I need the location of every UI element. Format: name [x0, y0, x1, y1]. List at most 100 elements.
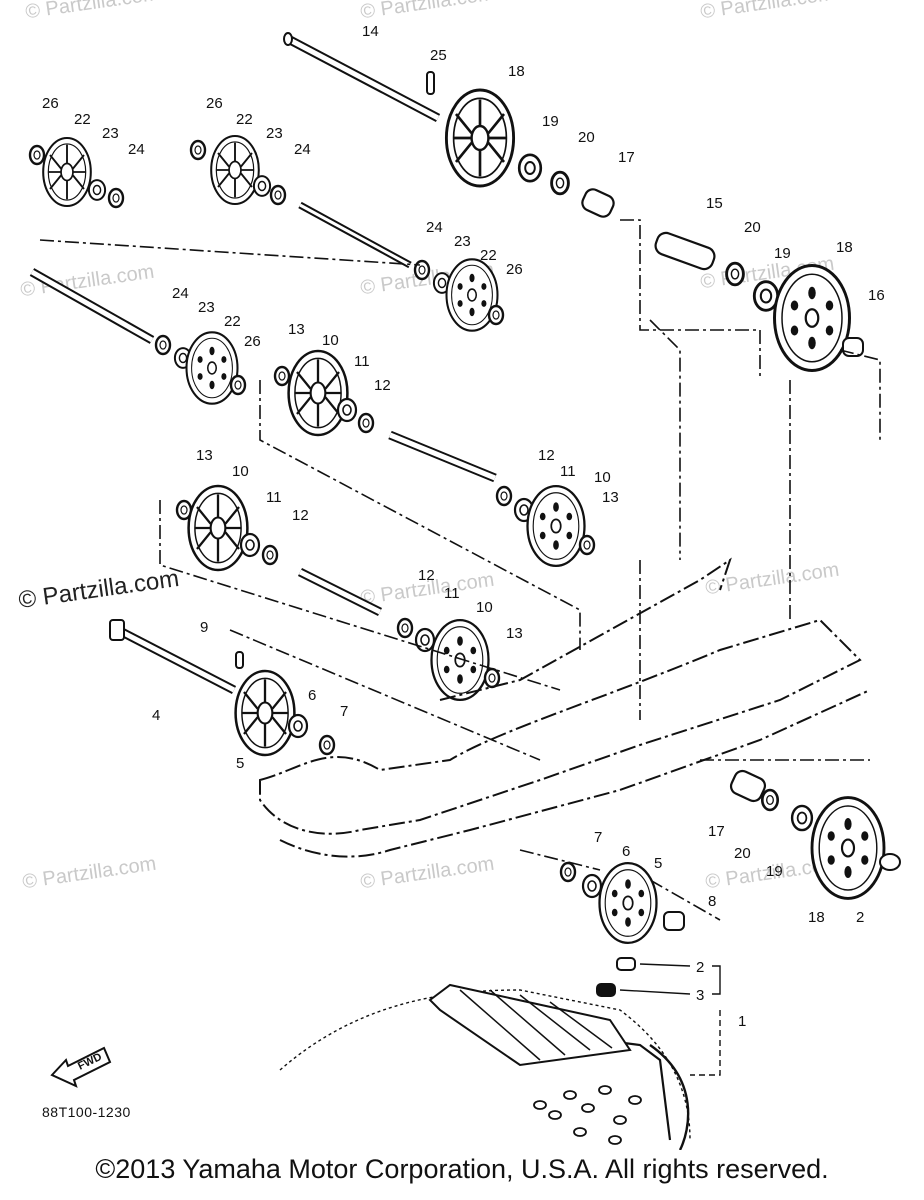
ring-25-b — [269, 184, 287, 206]
callout-10: 10 — [322, 332, 339, 349]
ring-12-b — [495, 485, 513, 507]
wheel-18-bottom — [810, 796, 886, 900]
callout-24b: 23 — [266, 125, 283, 142]
callout-26d: 26 — [244, 333, 261, 350]
pin-9 — [235, 651, 244, 669]
ring-13-b — [578, 534, 596, 556]
callout-2: 2 — [856, 909, 864, 926]
callout-16: 16 — [868, 287, 885, 304]
ring-7-bottom — [559, 861, 577, 883]
callout-25b: 24 — [294, 141, 311, 158]
callout-10b: 10 — [594, 469, 611, 486]
bearing-24-a — [87, 179, 107, 201]
wheel-18-top — [444, 88, 516, 188]
ring-13-d — [483, 667, 501, 689]
callout-25: 24 — [128, 141, 145, 158]
callout-17: 17 — [618, 149, 635, 166]
callout-12: 12 — [374, 377, 391, 394]
shaft-upper — [298, 201, 412, 269]
callout-11b: 11 — [560, 463, 576, 480]
nut-8 — [663, 911, 685, 931]
bearing-11-d — [414, 627, 436, 653]
callout-26b: 26 — [206, 95, 223, 112]
callout-5b: 5 — [654, 855, 662, 872]
wheel-5-left — [234, 669, 296, 757]
callout-5: 5 — [236, 755, 244, 772]
callout-13c: 13 — [196, 447, 213, 464]
callout-10d: 10 — [476, 599, 493, 616]
callout-14: 14 — [362, 23, 379, 40]
callout-6: 6 — [308, 687, 316, 704]
wheel-10-d — [430, 618, 490, 702]
bearing-6-left — [287, 713, 309, 739]
callout-11c: 11 — [266, 489, 282, 506]
wheel-23-d — [185, 331, 239, 405]
callout-26: 26 — [42, 95, 59, 112]
collar-17-bottom — [729, 769, 767, 803]
ring-26-a — [28, 144, 46, 166]
wheel-18-right — [773, 264, 851, 372]
callout-18: 18 — [508, 63, 525, 80]
forward-arrow-icon: FWD — [50, 1046, 112, 1088]
callout-23d: 22 — [224, 313, 241, 330]
ring-26-b — [189, 139, 207, 161]
ring-13-a — [273, 365, 291, 387]
shaft-middle — [388, 430, 497, 483]
cap-2-right — [879, 853, 901, 871]
collar-17-top — [581, 188, 615, 218]
callout-19b: 19 — [774, 245, 791, 262]
callout-26c: 26 — [506, 261, 523, 278]
callout-9: 9 — [200, 619, 208, 636]
callout-13d: 13 — [506, 625, 523, 642]
callout-20c: 20 — [734, 845, 751, 862]
callout-1: 1 — [738, 1013, 746, 1030]
callout-23b: 22 — [236, 111, 253, 128]
callout-20b: 20 — [744, 219, 761, 236]
axle-14 — [283, 32, 441, 122]
callout-11d: 11 — [444, 585, 460, 602]
callout-12b: 12 — [538, 447, 555, 464]
bearing-11-a — [336, 397, 358, 423]
ring-26-c — [487, 304, 505, 326]
callout-7b: 7 — [594, 829, 602, 846]
callout-11: 11 — [354, 353, 370, 370]
ring-12-a — [357, 412, 375, 434]
track-1 — [279, 983, 691, 1150]
ring-20-top — [550, 170, 570, 196]
ring-20-bottom — [760, 788, 780, 812]
callout-12d: 12 — [418, 567, 435, 584]
bearing-24-b — [252, 175, 272, 197]
callout-8: 8 — [708, 893, 716, 910]
ring-25-d — [154, 334, 172, 356]
callout-2b: 2 — [696, 959, 704, 976]
callout-23: 22 — [74, 111, 91, 128]
callout-10c: 10 — [232, 463, 249, 480]
slide-rail-frame — [259, 557, 871, 858]
callout-4: 4 — [152, 707, 160, 724]
bearing-19-bottom — [790, 804, 814, 832]
ring-7-left — [318, 734, 336, 756]
clip-2 — [616, 957, 636, 971]
callout-24: 23 — [102, 125, 119, 142]
bearing-11-c — [239, 532, 261, 558]
ring-25-a — [107, 187, 125, 209]
callout-numbers: 14 25 18 19 20 17 26 22 23 24 26 22 23 2… — [42, 23, 885, 1030]
bolt-4 — [109, 619, 237, 694]
ring-25-c — [413, 259, 431, 281]
clip-3 — [596, 983, 616, 997]
ring-26-d — [229, 374, 247, 396]
callout-15: 15 — [706, 195, 723, 212]
callout-24c: 23 — [454, 233, 471, 250]
ring-20-right — [725, 261, 745, 287]
copyright-notice: ©2013 Yamaha Motor Corporation, U.S.A. A… — [95, 1154, 829, 1184]
leader-lines — [39, 219, 881, 921]
callout-12c: 12 — [292, 507, 309, 524]
exploded-view-drawing: FWD 14 25 18 19 20 17 26 22 23 24 26 22 … — [28, 23, 901, 1150]
callout-13b: 13 — [602, 489, 619, 506]
callout-13: 13 — [288, 321, 305, 338]
bracket-lines — [619, 963, 721, 1076]
bearing-19-top — [517, 153, 543, 183]
callout-24d: 23 — [198, 299, 215, 316]
callout-6b: 6 — [622, 843, 630, 860]
